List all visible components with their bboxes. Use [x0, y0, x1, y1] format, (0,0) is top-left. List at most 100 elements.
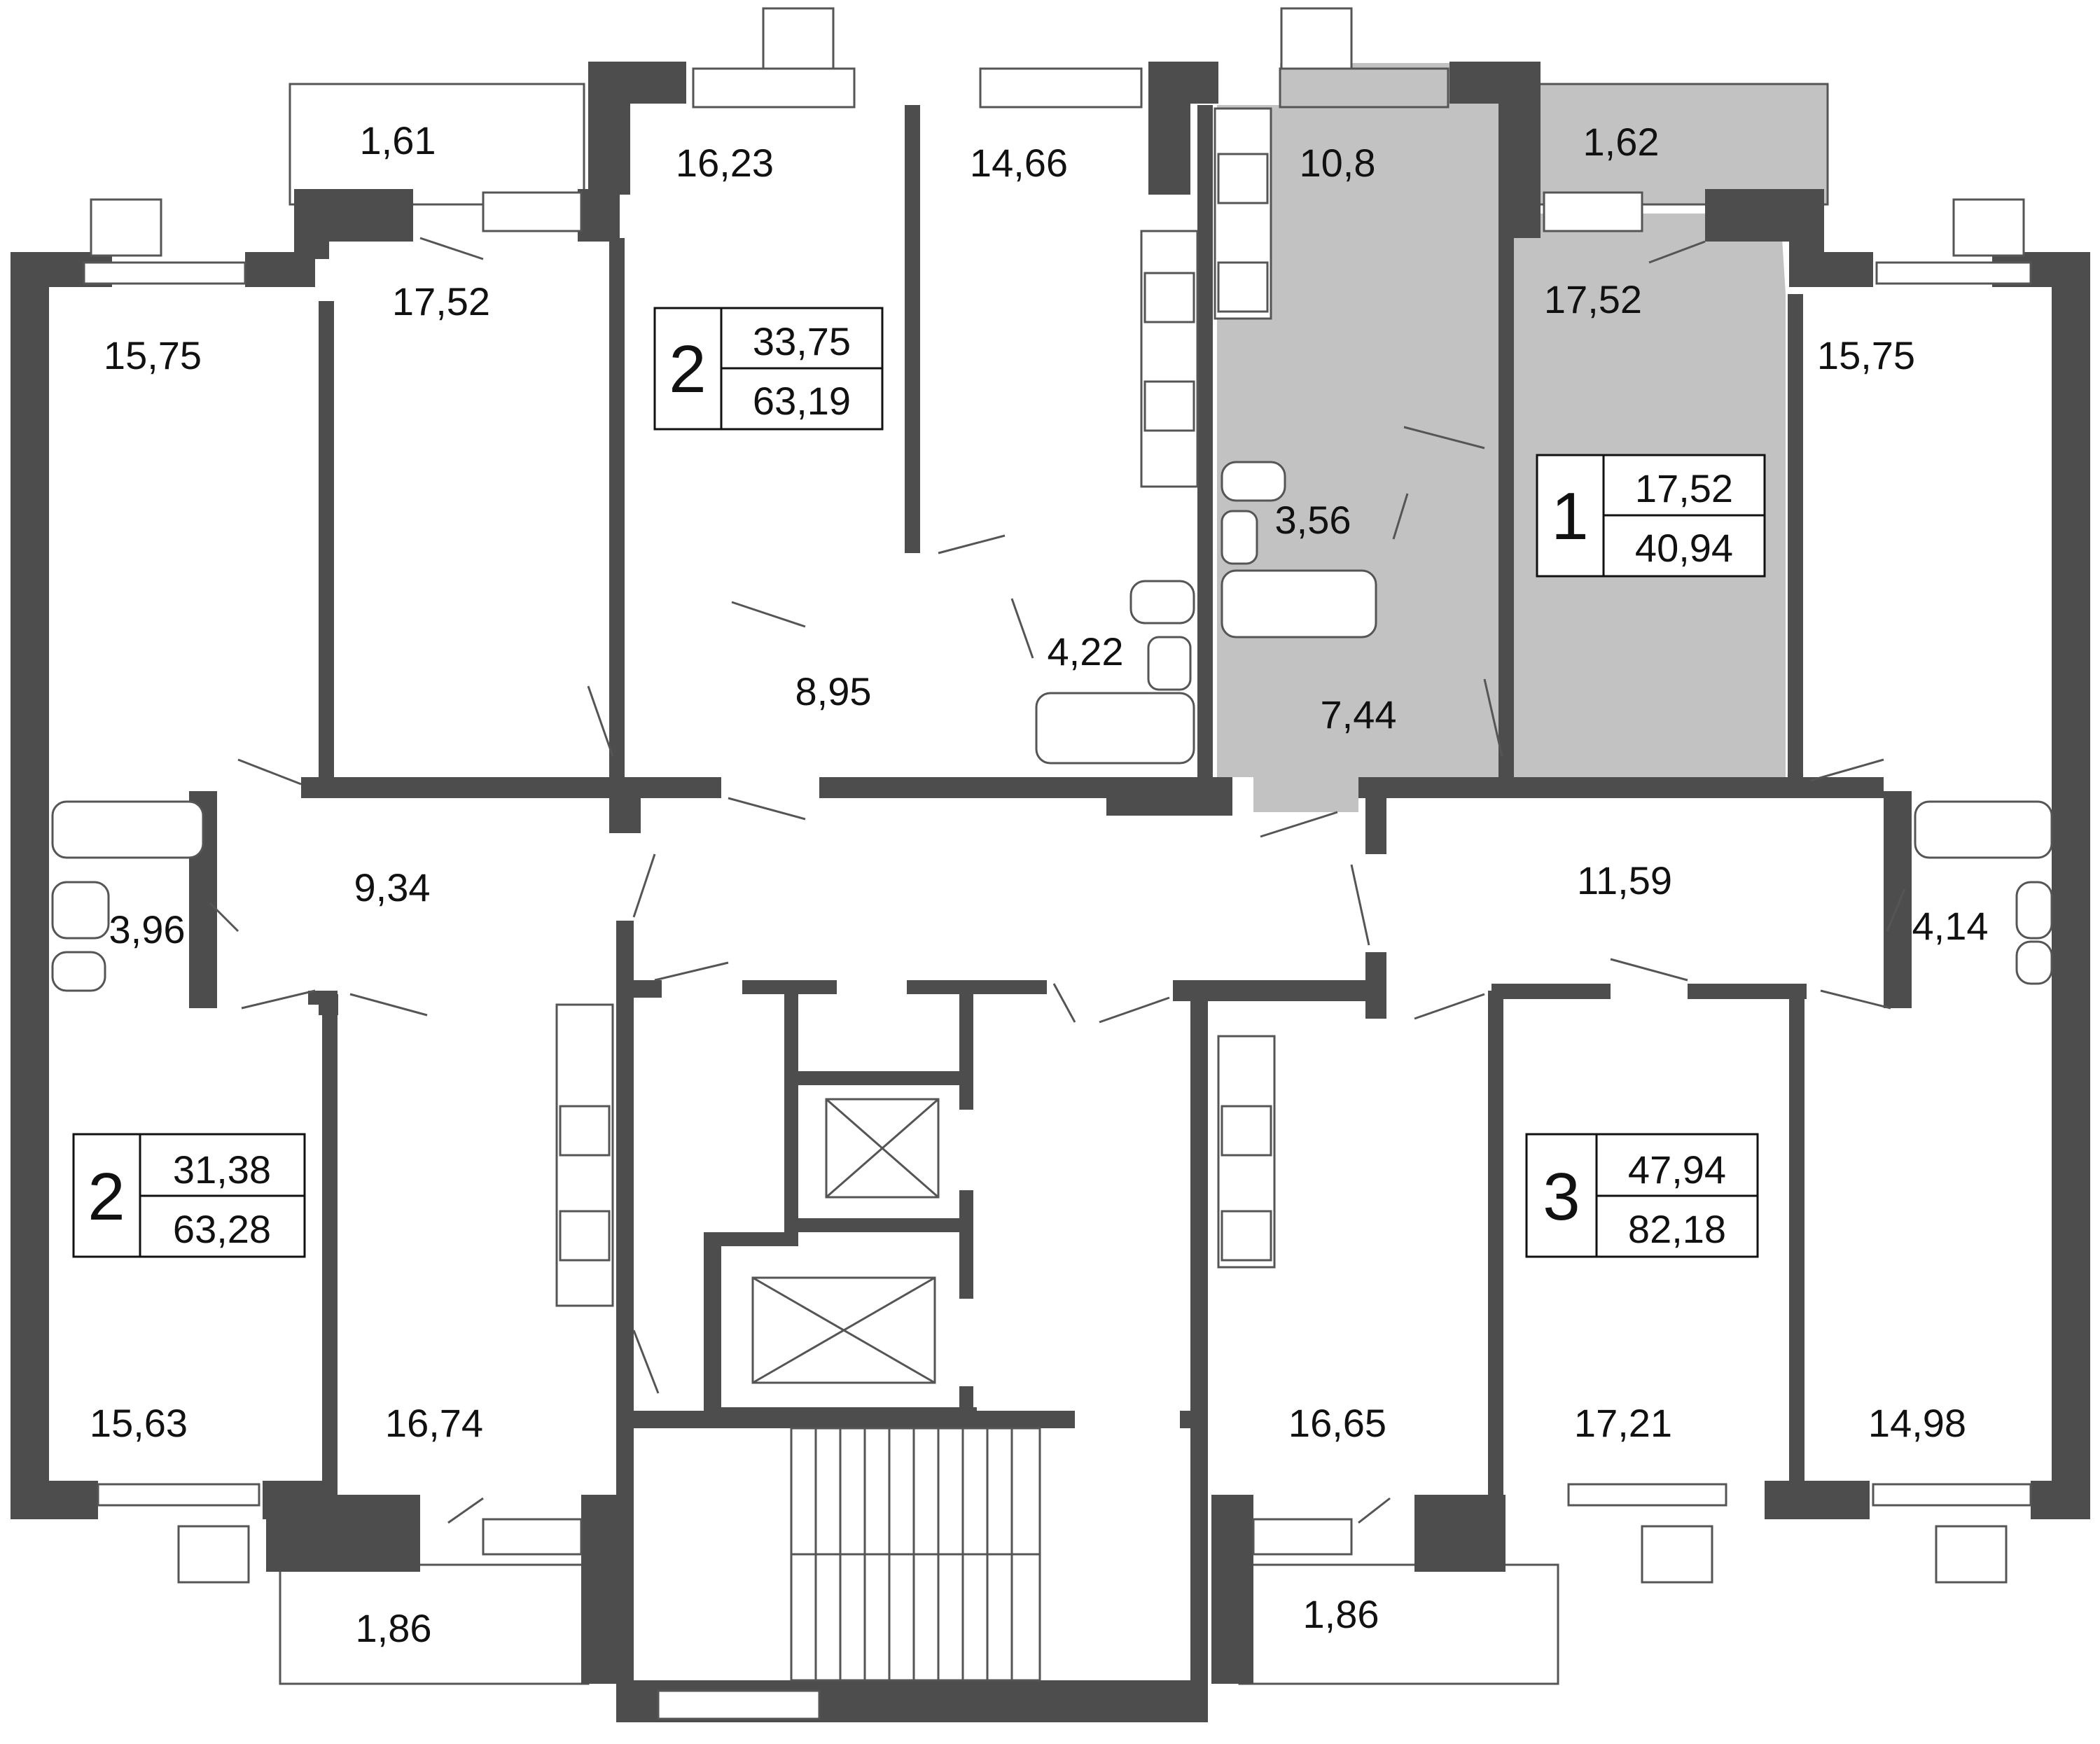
door-swing-icon — [587, 685, 614, 757]
door-swing-icon — [1886, 888, 1906, 932]
area-labels: 1,61 16,23 14,66 10,8 1,62 17,52 15,75 1… — [90, 118, 1989, 1650]
door-swing-icon — [728, 797, 806, 821]
area-room-14-98: 14,98 — [1868, 1401, 1966, 1445]
area-room-17-52-right: 17,52 — [1544, 277, 1642, 321]
door-swing-icon — [654, 961, 729, 982]
area-hall-11-59: 11,59 — [1577, 858, 1672, 902]
bathtub-icon — [1035, 692, 1195, 765]
door-swing-icon — [1610, 958, 1688, 982]
kitchen-counter — [1140, 230, 1199, 488]
door-swing-icon — [731, 601, 806, 628]
area-room-17-52-left: 17,52 — [392, 279, 490, 323]
badge-rooms: 2 — [88, 1159, 125, 1234]
sink-icon — [1221, 510, 1258, 565]
door-swing-icon — [1010, 598, 1034, 659]
door-swing-icon — [632, 853, 656, 918]
stairs-icon — [790, 1427, 1041, 1682]
door-swing-icon — [447, 1497, 484, 1524]
area-room-15-75-left: 15,75 — [104, 333, 202, 377]
badge-living: 47,94 — [1628, 1147, 1726, 1192]
window-icon — [1279, 67, 1449, 109]
badge-living: 17,52 — [1635, 466, 1733, 510]
area-room-17-21: 17,21 — [1574, 1401, 1672, 1445]
door-swing-icon — [1350, 864, 1370, 946]
apartment-badge-3: 3 47,94 82,18 — [1525, 1133, 1759, 1258]
badge-living: 33,75 — [753, 319, 851, 363]
windows — [83, 7, 2032, 1720]
window-icon — [83, 261, 246, 285]
sink-icon — [2015, 881, 2053, 940]
window-icon — [1543, 191, 1643, 232]
area-room-15-75-right: 15,75 — [1817, 333, 1915, 377]
badge-total: 63,19 — [753, 379, 851, 423]
toilet-icon — [1221, 461, 1286, 502]
area-hall-9-34: 9,34 — [354, 865, 431, 909]
door-swing-icon — [1414, 993, 1485, 1020]
door-swing-icon — [1648, 240, 1706, 264]
door-swing-icon — [1099, 996, 1170, 1024]
fixtures — [51, 107, 2053, 1307]
toilet-icon — [51, 951, 106, 992]
area-kitchen-16-65: 16,65 — [1288, 1401, 1386, 1445]
door-swing-icon — [241, 989, 316, 1010]
door-swing-icon — [1260, 811, 1338, 838]
area-room-16-23: 16,23 — [676, 141, 774, 185]
elevator-icon — [825, 1098, 940, 1199]
area-balcony-top-right: 1,62 — [1583, 120, 1660, 164]
area-balcony-bottom-left: 1,86 — [356, 1606, 432, 1650]
door-swing-icon — [938, 534, 1006, 554]
area-hall-8-95: 8,95 — [795, 669, 872, 713]
area-kitchen-10-8: 10,8 — [1300, 141, 1376, 185]
window-icon — [1872, 1483, 2032, 1507]
balcony-top-right — [1536, 83, 1829, 206]
area-hall-7-44: 7,44 — [1321, 692, 1397, 737]
badge-rooms: 3 — [1543, 1159, 1580, 1234]
badge-total: 82,18 — [1628, 1207, 1726, 1251]
apartment-badge-1: 1 17,52 40,94 — [1536, 454, 1766, 578]
balcony-bottom-right — [1238, 1563, 1559, 1685]
sink-icon — [51, 881, 110, 940]
area-bath-4-14: 4,14 — [1912, 904, 1989, 948]
balcony-bottom-left — [279, 1563, 590, 1685]
door-swing-icon — [1483, 678, 1503, 757]
window-icon — [979, 67, 1143, 109]
door-swing-icon — [419, 237, 484, 260]
area-bath-3-96: 3,96 — [109, 907, 186, 951]
badge-rooms: 2 — [669, 332, 706, 407]
window-icon — [1252, 1518, 1353, 1556]
door-swing-icon — [1820, 989, 1891, 1010]
window-icon — [657, 1689, 821, 1720]
sink-icon — [1221, 1105, 1272, 1157]
bathtub-icon — [1221, 569, 1377, 639]
door-swing-icon — [1052, 983, 1076, 1023]
badge-total: 40,94 — [1635, 526, 1733, 570]
apartment-badge-2-bottom: 2 31,38 63,28 — [72, 1133, 306, 1258]
stove-icon — [1217, 153, 1269, 204]
walls — [11, 62, 2090, 1722]
area-kitchen-16-74: 16,74 — [385, 1401, 483, 1445]
bathtub-icon — [1914, 800, 2053, 859]
balconies — [279, 83, 1829, 1685]
sink-icon — [1147, 636, 1192, 691]
door-swing-icon — [1358, 1497, 1391, 1524]
core — [751, 1098, 1041, 1682]
window-icon — [97, 1483, 260, 1507]
door-swing-icon — [349, 993, 428, 1017]
toilet-icon — [2015, 940, 2053, 985]
apartment-badge-2-top: 2 33,75 63,19 — [653, 307, 884, 431]
stove-icon — [1143, 272, 1195, 323]
window-icon — [1567, 1483, 1727, 1507]
area-room-14-66: 14,66 — [970, 141, 1068, 185]
balcony-top-left — [288, 83, 585, 206]
door-swing-icon — [1392, 493, 1409, 540]
badge-rooms: 1 — [1551, 479, 1588, 554]
sink-icon — [1217, 261, 1269, 313]
door-swing-icon — [209, 902, 239, 933]
door-swing-icon — [237, 758, 302, 786]
badge-living: 31,38 — [173, 1147, 271, 1192]
window-icon — [1875, 261, 2032, 285]
window-icon — [692, 67, 856, 109]
area-bath-4-22: 4,22 — [1048, 629, 1124, 674]
stove-icon — [1221, 1210, 1272, 1262]
